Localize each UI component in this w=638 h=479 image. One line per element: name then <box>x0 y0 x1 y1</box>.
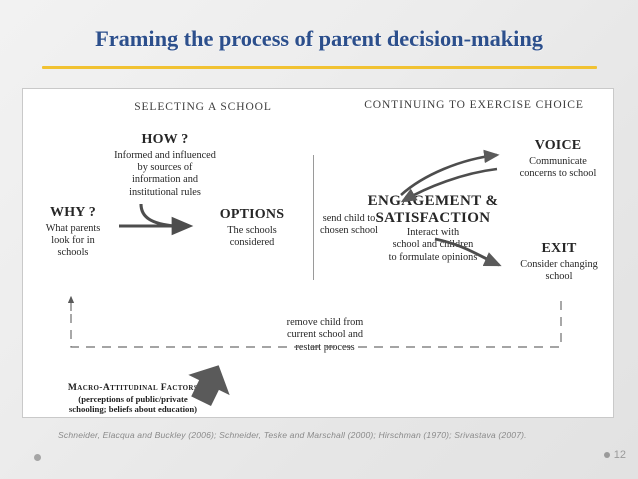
bullet-dot-icon <box>603 452 610 459</box>
corner-dot-icon <box>34 454 41 461</box>
arrow-engagement-to-voice <box>400 149 500 196</box>
node-exit-title: EXIT <box>541 241 577 256</box>
node-engagement-title: ENGAGEMENT &SATISFACTION <box>367 193 499 226</box>
slide-number: 12 <box>603 449 626 461</box>
citation-text: Schneider, Elacqua and Buckley (2006); S… <box>58 430 527 440</box>
vertical-divider-left <box>313 155 314 280</box>
arrow-how-to-options <box>139 203 176 228</box>
section-header-selecting-a-school: SELECTING A SCHOOL <box>134 101 272 113</box>
node-options-title: OPTIONS <box>219 207 285 222</box>
section-header-continuing-to-exercise-choice: CONTINUING TO EXERCISE CHOICE <box>364 99 584 111</box>
slide-number-value: 12 <box>613 449 626 461</box>
node-why-title: WHY ? <box>50 205 96 220</box>
macro-attitudinal-factors: Macro-Attitudinal Factors (perceptions o… <box>45 382 221 414</box>
diagram-panel: SELECTING A SCHOOL CONTINUING TO EXERCIS… <box>22 88 614 418</box>
node-voice-title: VOICE <box>534 138 582 153</box>
title-underline-rule <box>42 66 597 69</box>
macro-factors-title: Macro-Attitudinal Factors <box>67 382 199 393</box>
page-title: Framing the process of parent decision-m… <box>95 26 543 51</box>
node-how-title: HOW ? <box>141 132 189 147</box>
